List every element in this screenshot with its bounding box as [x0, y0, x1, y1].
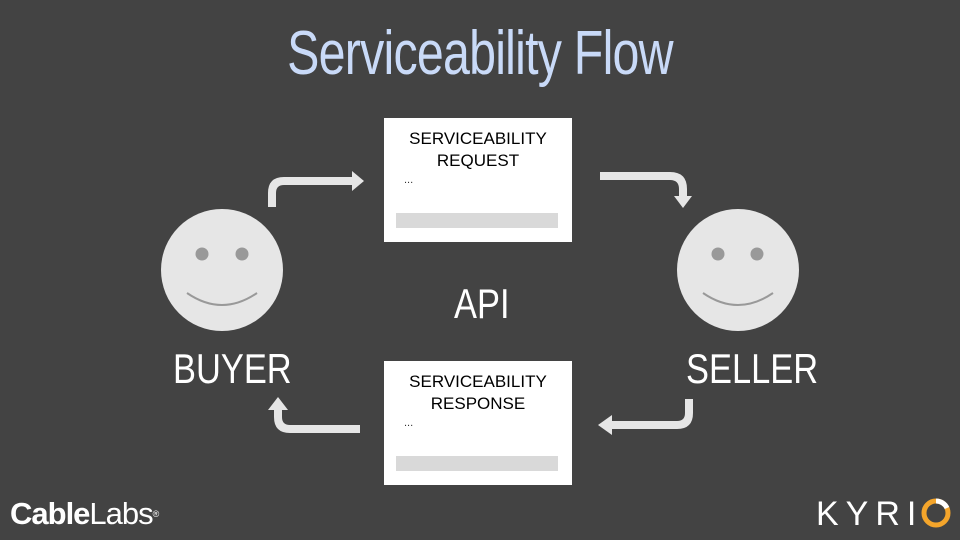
arrow-buyer-to-request-icon — [268, 171, 364, 207]
seller-face-icon — [677, 209, 799, 331]
response-document: SERVICEABILITY RESPONSE ... — [384, 361, 572, 485]
request-content-bar — [396, 213, 558, 228]
response-content-bar — [396, 456, 558, 471]
arrow-request-to-seller-icon — [600, 172, 692, 208]
arrow-response-to-buyer-icon — [268, 397, 360, 433]
kyrio-ring-icon — [921, 498, 951, 528]
slide-title: Serviceability Flow — [287, 19, 673, 88]
cablelabs-logo-labs: Labs — [89, 496, 153, 531]
buyer-label: BUYER — [173, 345, 292, 392]
cablelabs-logo-cable: Cable — [10, 496, 90, 531]
response-ellipsis: ... — [404, 417, 414, 429]
cablelabs-logo-reg: ® — [152, 509, 160, 519]
response-title-line2: RESPONSE — [430, 394, 526, 413]
kyrio-logo: KYRI — [816, 495, 924, 533]
request-ellipsis: ... — [404, 174, 414, 186]
cablelabs-logo: CableLabs® — [10, 494, 160, 534]
response-title-line1: SERVICEABILITY — [409, 372, 547, 391]
api-label: API — [454, 280, 510, 327]
request-title-line1: SERVICEABILITY — [409, 129, 547, 148]
seller-label: SELLER — [686, 345, 819, 392]
request-document-title: SERVICEABILITY REQUEST — [384, 128, 572, 172]
buyer-face-icon — [161, 209, 283, 331]
response-document-title: SERVICEABILITY RESPONSE — [384, 371, 572, 415]
request-title-line2: REQUEST — [436, 151, 520, 170]
arrow-seller-to-response-icon — [598, 399, 693, 435]
request-document: SERVICEABILITY REQUEST ... — [384, 118, 572, 242]
